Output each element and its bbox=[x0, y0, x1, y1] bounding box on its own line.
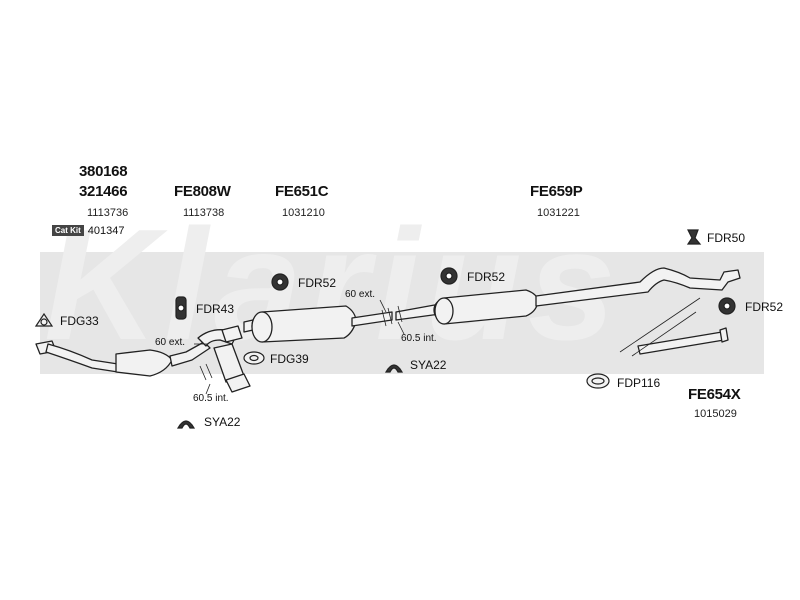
fitting-label-fdr50: FDR50 bbox=[707, 231, 746, 245]
part-code-fe651c: FE651C bbox=[275, 183, 329, 200]
fitting-label-sya22-b: SYA22 bbox=[204, 415, 241, 429]
break-mark-4 bbox=[199, 365, 207, 381]
flexi-outlet bbox=[225, 373, 251, 393]
fdr52-rubber-icon-c bbox=[718, 297, 736, 315]
part-code-321466: 321466 bbox=[79, 183, 128, 200]
fitting-label-fdr52-b: FDR52 bbox=[467, 270, 506, 284]
leader-605int-b bbox=[397, 321, 405, 335]
part-code-380168: 380168 bbox=[79, 163, 128, 180]
fitting-label-sya22-a: SYA22 bbox=[410, 358, 447, 372]
part-number-1031210: 1031210 bbox=[282, 207, 325, 219]
fitting-label-fdr52-a: FDR52 bbox=[298, 276, 337, 290]
catkit-number: 401347 bbox=[87, 225, 125, 237]
fe659p-tailpipe bbox=[535, 267, 741, 307]
fe651c-end bbox=[251, 311, 273, 343]
fitting-label-fdp116: FDP116 bbox=[617, 376, 661, 390]
part-number-1113738: 1113738 bbox=[183, 207, 225, 219]
leader-fe654x-b bbox=[631, 311, 697, 357]
fitting-label-fdr52-c: FDR52 bbox=[745, 300, 784, 314]
sya22-clamp-icon-a bbox=[384, 364, 404, 373]
fdg33-gasket-icon bbox=[34, 312, 54, 327]
break-mark-5 bbox=[205, 363, 213, 379]
measurement-605-int-b: 60.5 int. bbox=[401, 333, 437, 344]
break-mark-2 bbox=[387, 307, 393, 325]
cat-outlet-pipe bbox=[169, 341, 211, 367]
leader-605int-a bbox=[205, 383, 211, 395]
part-number-1113736: 1113736 bbox=[87, 207, 129, 219]
part-code-fe659p: FE659P bbox=[530, 183, 583, 200]
leader-60ext-b bbox=[379, 299, 387, 313]
fitting-label-fdg33: FDG33 bbox=[60, 314, 99, 328]
fdr50-bracket-icon bbox=[686, 229, 702, 245]
part-number-1031221: 1031221 bbox=[537, 207, 580, 219]
fdr52-rubber-icon-a bbox=[271, 273, 289, 291]
fe808w-flange bbox=[221, 325, 243, 343]
catalytic-converter bbox=[115, 349, 173, 377]
sya22-clamp-icon-b bbox=[176, 420, 196, 429]
part-code-fe808w: FE808W bbox=[174, 183, 231, 200]
measurement-60-ext-b: 60 ext. bbox=[345, 289, 376, 300]
fdr43-rubber-icon bbox=[175, 296, 187, 320]
fe651c-pipe-out bbox=[351, 311, 393, 327]
fe659p-pipe-in bbox=[395, 303, 441, 321]
measurement-60-ext-a: 60 ext. bbox=[155, 337, 186, 348]
break-mark-1 bbox=[381, 309, 387, 327]
part-code-fe654x: FE654X bbox=[688, 386, 741, 403]
fdp116-clamp-icon bbox=[586, 373, 610, 389]
fitting-label-fdg39: FDG39 bbox=[270, 352, 309, 366]
catkit-badge: Cat Kit bbox=[52, 225, 84, 236]
fitting-label-fdr43: FDR43 bbox=[196, 302, 235, 316]
measurement-605-int-a: 60.5 int. bbox=[193, 393, 229, 404]
fdr52-rubber-icon-b bbox=[440, 267, 458, 285]
break-mark-3 bbox=[397, 305, 403, 323]
fdg39-gasket-icon bbox=[243, 351, 265, 365]
fe654x-tip bbox=[719, 327, 729, 343]
front-pipe bbox=[45, 343, 119, 373]
fe659p-end bbox=[434, 297, 454, 325]
part-number-1015029: 1015029 bbox=[694, 408, 737, 420]
leader-fe654x-a bbox=[619, 297, 701, 353]
